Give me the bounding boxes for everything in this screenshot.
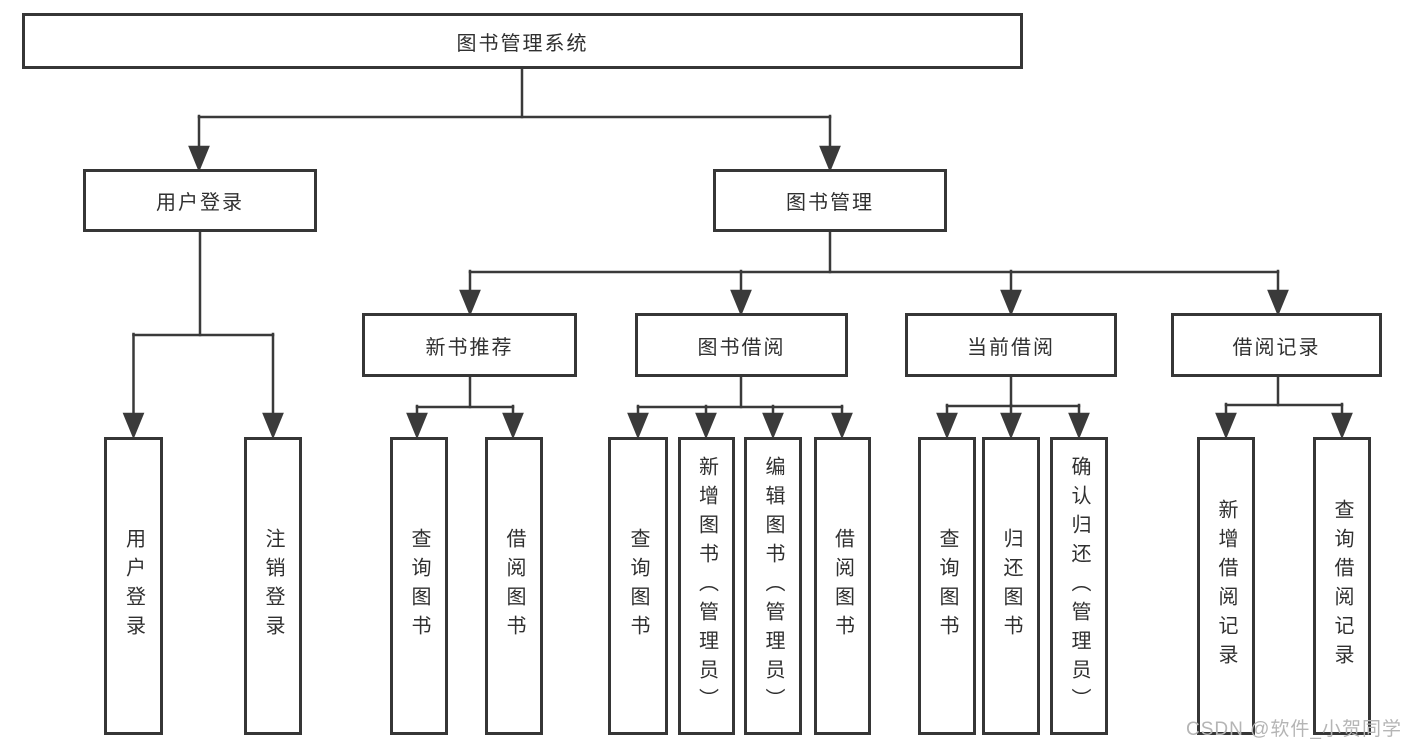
leaf-borrow-book-2: 借阅图书 <box>814 437 871 735</box>
leaf-label: 用户登录 <box>122 528 145 644</box>
leaf-label: 借阅图书 <box>831 528 854 644</box>
leaf-edit-book-admin: 编辑图书（管理员） <box>744 437 802 735</box>
arrowhead-icon <box>819 145 841 173</box>
arrowhead-icon <box>762 412 784 440</box>
arrowhead-icon <box>1000 412 1022 440</box>
leaf-user-login: 用户登录 <box>104 437 163 735</box>
connector-newbook-to-leaves <box>406 375 524 440</box>
arrowhead-icon <box>188 145 210 173</box>
leaf-label: 查询借阅记录 <box>1331 499 1353 673</box>
node-book-borrow: 图书借阅 <box>635 313 848 377</box>
node-new-book-recommend: 新书推荐 <box>362 313 577 377</box>
leaf-add-book-admin: 新增图书（管理员） <box>678 437 735 735</box>
node-borrow-record: 借阅记录 <box>1171 313 1382 377</box>
leaf-logout: 注销登录 <box>244 437 302 735</box>
arrowhead-icon <box>502 412 524 440</box>
leaf-query-book-1: 查询图书 <box>390 437 448 735</box>
leaf-borrow-book-1: 借阅图书 <box>485 437 543 735</box>
arrowhead-icon <box>1267 289 1289 317</box>
leaf-label: 确认归还（管理员） <box>1068 455 1090 717</box>
node-root-library-system: 图书管理系统 <box>22 13 1023 69</box>
leaf-label: 新增图书（管理员） <box>695 455 718 717</box>
connector-bookmgmt-to-level3 <box>459 230 1289 317</box>
arrowhead-icon <box>122 412 145 440</box>
leaf-label: 归还图书 <box>1000 528 1022 644</box>
leaf-label: 查询图书 <box>936 528 958 644</box>
arrowhead-icon <box>459 289 481 317</box>
leaf-label: 借阅图书 <box>503 528 525 644</box>
arrowhead-icon <box>1215 412 1237 440</box>
node-current-borrow: 当前借阅 <box>905 313 1117 377</box>
leaf-confirm-return-admin: 确认归还（管理员） <box>1050 437 1108 735</box>
connector-borrowrecord-to-leaves <box>1215 375 1353 440</box>
leaf-label: 注销登录 <box>262 528 284 644</box>
leaf-query-book-3: 查询图书 <box>918 437 976 735</box>
arrowhead-icon <box>406 412 428 440</box>
arrowhead-icon <box>831 412 853 440</box>
arrowhead-icon <box>627 412 649 440</box>
node-user-login: 用户登录 <box>83 169 317 232</box>
arrowhead-icon <box>730 289 752 317</box>
arrowhead-icon <box>936 412 958 440</box>
leaf-label: 查询图书 <box>408 528 430 644</box>
connector-bookborrow-to-leaves <box>627 375 853 440</box>
arrowhead-icon <box>1331 412 1353 440</box>
leaf-add-borrow-record: 新增借阅记录 <box>1197 437 1255 735</box>
arrowhead-icon <box>1000 289 1022 317</box>
arrowhead-icon <box>1068 412 1090 440</box>
node-book-management: 图书管理 <box>713 169 947 232</box>
leaf-label: 新增借阅记录 <box>1215 499 1237 673</box>
arrowhead-icon <box>262 412 284 440</box>
leaf-query-book-2: 查询图书 <box>608 437 668 735</box>
connector-root-to-level2 <box>188 67 841 173</box>
arrowhead-icon <box>695 412 717 440</box>
watermark: CSDN @软件_小贺同学 <box>1186 719 1402 740</box>
leaf-return-book: 归还图书 <box>982 437 1040 735</box>
leaf-label: 编辑图书（管理员） <box>762 455 784 717</box>
connector-currentborrow-to-leaves <box>936 375 1090 440</box>
leaf-label: 查询图书 <box>627 528 649 644</box>
connector-userlogin-to-leaves <box>122 230 284 440</box>
leaf-query-borrow-record: 查询借阅记录 <box>1313 437 1371 735</box>
